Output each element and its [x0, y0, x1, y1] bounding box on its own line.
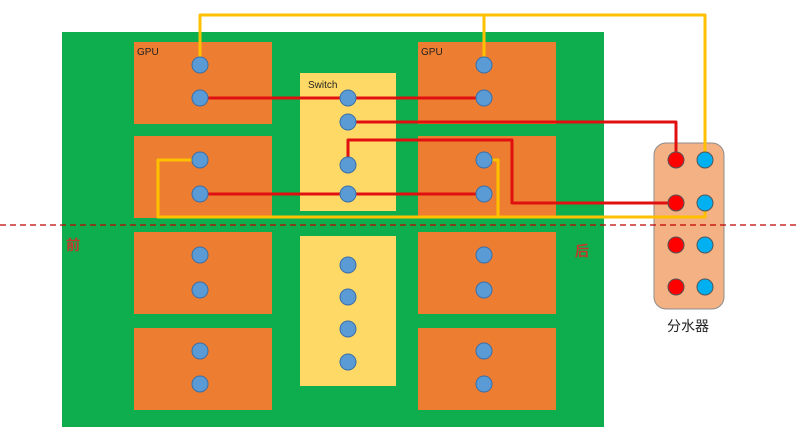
manifold-cold-port: [696, 151, 714, 169]
coolant-node: [191, 151, 209, 169]
hot-pipe: [348, 120, 678, 160]
manifold-label: 分水器: [667, 319, 709, 335]
manifold-cold-port: [696, 236, 714, 254]
gpu-module: [134, 328, 272, 410]
coolant-node: [339, 156, 357, 174]
gpu-module: [418, 232, 556, 314]
coolant-node: [191, 56, 209, 74]
cold-pipe: [156, 158, 707, 219]
coolant-node: [191, 342, 209, 360]
coolant-node: [475, 375, 493, 393]
coolant-node: [339, 113, 357, 131]
gpu-module: [134, 136, 272, 218]
rear-label: 后: [575, 243, 589, 260]
manifold-hot-port: [667, 278, 685, 296]
coolant-node: [475, 56, 493, 74]
coolant-node: [339, 320, 357, 338]
gpu-module: [418, 42, 556, 124]
manifold-hot-port: [667, 236, 685, 254]
coolant-node: [475, 342, 493, 360]
coolant-node: [339, 185, 357, 203]
coolant-node: [475, 246, 493, 264]
coolant-node: [191, 89, 209, 107]
manifold-cold-port: [696, 194, 714, 212]
gpu-module: [418, 136, 556, 218]
coolant-node: [339, 256, 357, 274]
gpu-module: [418, 328, 556, 410]
coolant-node: [191, 375, 209, 393]
coolant-node: [191, 246, 209, 264]
manifold-hot-port: [667, 194, 685, 212]
coolant-node: [475, 281, 493, 299]
gpu-module: [134, 232, 272, 314]
gpu-module: [134, 42, 272, 124]
manifold-cold-port: [696, 278, 714, 296]
coolant-node: [339, 89, 357, 107]
gpu-label-left: GPU: [137, 47, 159, 58]
coolant-node: [475, 89, 493, 107]
hot-pipe: [346, 138, 676, 205]
coolant-node: [191, 185, 209, 203]
manifold-body: [653, 142, 725, 310]
cold-pipe: [198, 13, 707, 160]
coolant-node: [191, 281, 209, 299]
coolant-node: [475, 151, 493, 169]
coolant-node: [475, 185, 493, 203]
gpu-label-right: GPU: [421, 47, 443, 58]
front-label: 前: [66, 237, 80, 254]
coolant-node: [339, 288, 357, 306]
coolant-node: [339, 353, 357, 371]
switch-label: Switch: [308, 80, 337, 91]
manifold-hot-port: [667, 151, 685, 169]
